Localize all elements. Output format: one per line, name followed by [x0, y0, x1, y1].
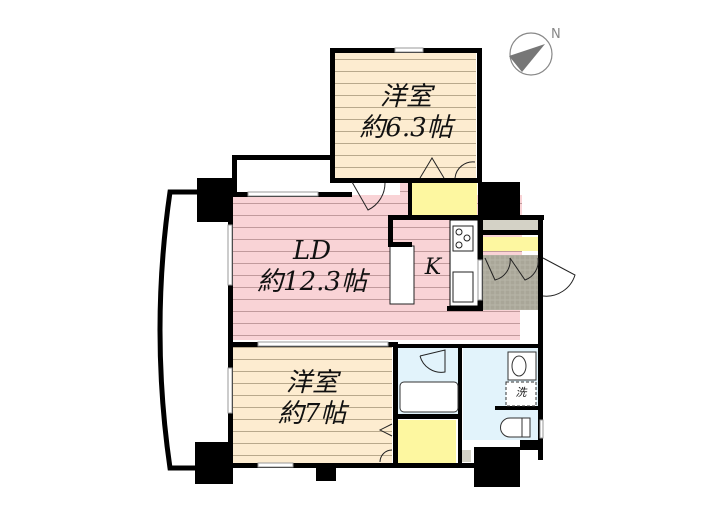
washing-machine-space [505, 381, 537, 407]
room-label-western-2: 洋室 約7帖 [242, 368, 382, 430]
room-label-kitchen: K [420, 255, 446, 281]
room-label-ld: LD 約12.3帖 [232, 236, 392, 298]
entrance-floor [481, 255, 538, 310]
windows [227, 47, 544, 468]
closet-bottom [398, 420, 456, 464]
compass-north-label: N [551, 27, 561, 42]
washbasin-icon [511, 355, 527, 377]
room-name: LD [292, 236, 332, 266]
room-area: 約12.3帖 [257, 267, 367, 298]
washing-machine-label: 洗 [515, 386, 527, 399]
western-room-2-floor [232, 346, 392, 464]
kitchen-island [389, 245, 415, 305]
door-swings [351, 157, 576, 463]
compass-icon [509, 32, 553, 76]
room-area: 約6.3帖 [359, 113, 453, 144]
entrance-closet [481, 237, 539, 251]
room-name: K [424, 255, 442, 280]
western-room-1-floor [333, 52, 476, 180]
room-name: 洋室 [379, 82, 432, 112]
room-name: 洋室 [285, 368, 338, 398]
bathtub [399, 381, 459, 413]
closet-top [410, 183, 477, 215]
room-area: 約7帖 [277, 399, 347, 430]
toilet-icon [500, 417, 523, 438]
room-label-western-1: 洋室 約6.3帖 [340, 82, 472, 144]
balcony-outline [157, 189, 198, 471]
